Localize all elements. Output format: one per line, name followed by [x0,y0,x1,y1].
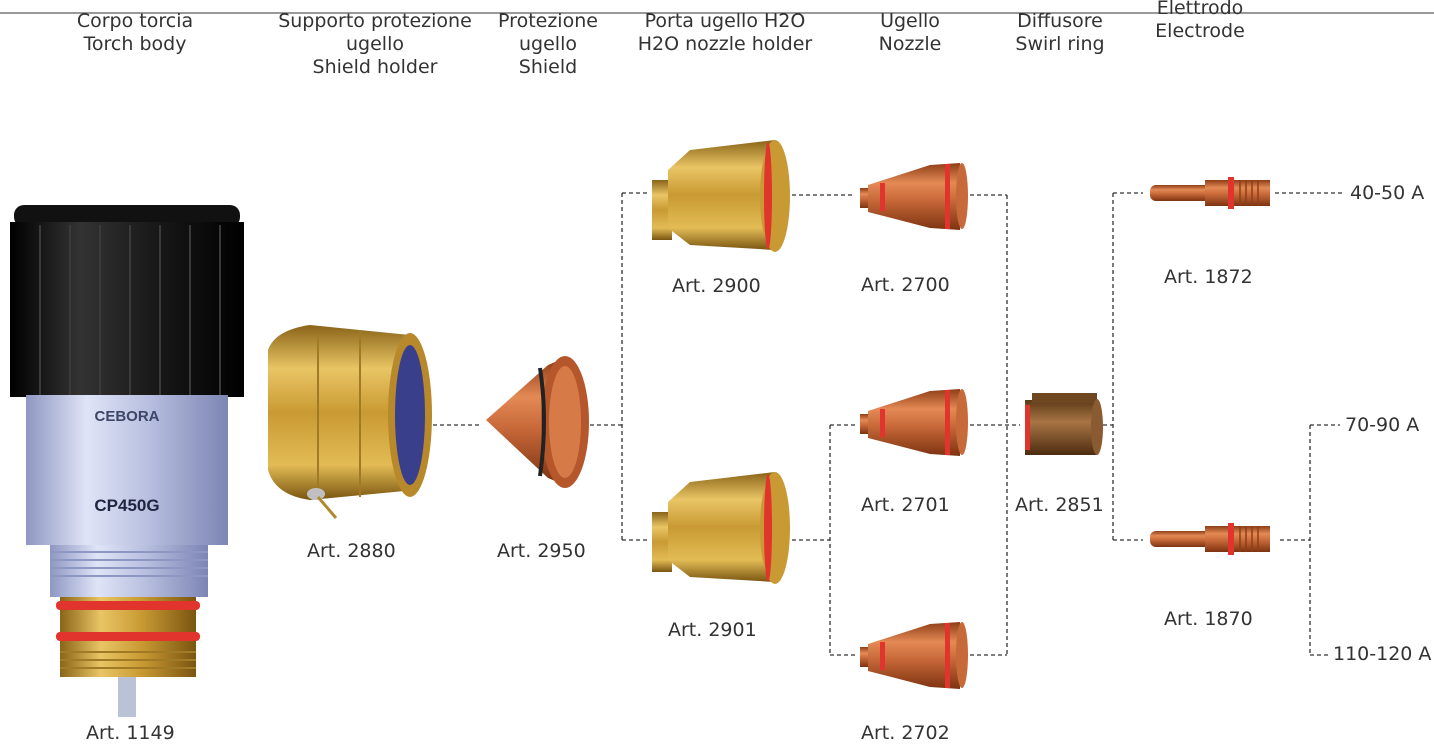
electrode-1870-image [1150,523,1270,555]
nozzle-2700-image [860,163,968,230]
header-nozzle-holder-en: H2O nozzle holder [637,33,813,55]
shield-image [486,356,589,488]
header-swirl-ring-en: Swirl ring [1015,33,1105,55]
header-shield-it2: ugello [519,33,577,55]
torch-model-label: CP450G [94,496,159,515]
part-number-2702: Art. 2702 [861,722,950,744]
header-nozzle-holder-it: Porta ugello H2O [644,10,806,32]
torch-brand-label: CEBORA [94,408,159,425]
part-number-2701: Art. 2701 [861,494,950,516]
header-shield-it1: Protezione [498,10,598,32]
nozzle-holder-2901-image [652,472,790,584]
current-rating-110-120: 110-120 A [1333,643,1432,665]
header-swirl-ring-it: Diffusore [1017,10,1103,32]
nozzle-holder-2900-image [652,140,790,252]
header-shield-en: Shield [518,56,578,78]
header-shield: Protezione ugello Shield [478,10,618,79]
header-swirl-ring: Diffusore Swirl ring [995,10,1125,56]
header-electrode: Elettrodo Electrode [1135,0,1265,43]
header-torch-body-it: Corpo torcia [76,10,194,32]
part-number-1870: Art. 1870 [1164,608,1253,630]
current-rating-40-50: 40-50 A [1350,182,1425,204]
header-shield-holder-it1: Supporto protezione [278,10,472,32]
header-nozzle-en: Nozzle [878,33,942,55]
header-nozzle-holder: Porta ugello H2O H2O nozzle holder [620,10,830,56]
current-rating-70-90: 70-90 A [1345,414,1420,436]
header-electrode-en: Electrode [1155,20,1245,42]
header-electrode-it: Elettrodo [1156,0,1244,19]
shield-holder-image [268,325,432,519]
header-nozzle: Ugello Nozzle [855,10,965,56]
part-number-2901: Art. 2901 [668,619,757,641]
part-number-2851: Art. 2851 [1015,494,1104,516]
part-number-2700: Art. 2700 [861,274,950,296]
header-shield-holder-it2: ugello [346,33,404,55]
part-number-2900: Art. 2900 [672,275,761,297]
connector-lines [433,192,1345,656]
nozzle-2701-image [860,389,968,456]
electrode-1872-image [1150,177,1270,209]
header-shield-holder-en: Shield holder [312,56,438,78]
header-torch-body: Corpo torcia Torch body [40,10,230,56]
part-number-1872: Art. 1872 [1164,266,1253,288]
part-number-2880: Art. 2880 [307,540,396,562]
header-torch-body-en: Torch body [83,33,187,55]
torch-body-image: CEBORA CP450G [10,205,244,717]
header-nozzle-it: Ugello [880,10,940,32]
part-number-2950: Art. 2950 [497,540,586,562]
swirl-ring-2851-image [1025,393,1103,455]
nozzle-2702-image [860,622,968,689]
header-shield-holder: Supporto protezione ugello Shield holder [270,10,480,79]
part-number-1149: Art. 1149 [86,722,175,744]
